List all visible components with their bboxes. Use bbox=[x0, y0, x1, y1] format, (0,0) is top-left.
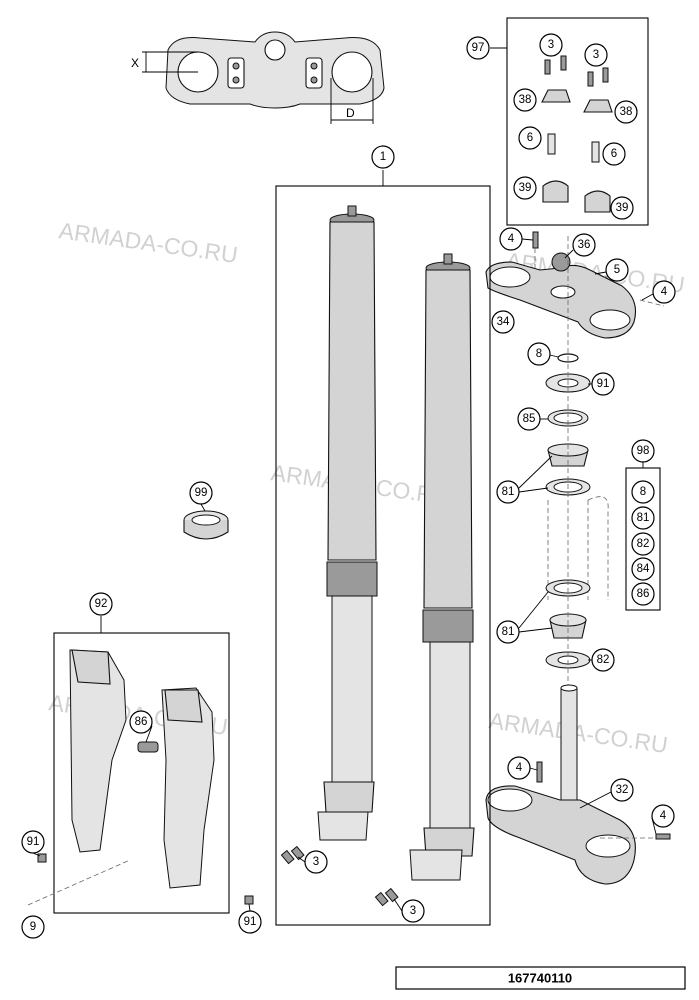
callout-38: 38 bbox=[513, 88, 537, 112]
kit-98-item-8: 8 bbox=[631, 480, 655, 504]
callout-3: 3 bbox=[539, 33, 563, 57]
svg-text:39: 39 bbox=[616, 202, 629, 214]
svg-text:38: 38 bbox=[620, 106, 633, 118]
svg-text:5: 5 bbox=[614, 264, 620, 276]
svg-text:97: 97 bbox=[472, 42, 485, 54]
callout-99: 99 bbox=[189, 481, 213, 505]
bearing-kit-box bbox=[625, 462, 661, 611]
callout-6: 6 bbox=[602, 142, 626, 166]
callout-84: 85 bbox=[517, 407, 541, 431]
svg-text:4: 4 bbox=[661, 286, 668, 298]
callout-39: 39 bbox=[610, 196, 634, 220]
callout-98: 98 bbox=[631, 439, 655, 463]
svg-text:91: 91 bbox=[244, 916, 257, 928]
callout-3: 3 bbox=[584, 43, 608, 67]
svg-text:81: 81 bbox=[502, 486, 515, 498]
svg-text:3: 3 bbox=[548, 39, 554, 51]
svg-text:32: 32 bbox=[616, 784, 629, 796]
svg-text:91: 91 bbox=[27, 836, 40, 848]
callout-81: 81 bbox=[496, 480, 520, 504]
callout-1: 1 bbox=[371, 145, 395, 169]
svg-text:36: 36 bbox=[578, 239, 591, 251]
svg-text:85: 85 bbox=[523, 413, 536, 425]
svg-text:91: 91 bbox=[597, 378, 610, 390]
callout-4: 4 bbox=[651, 804, 675, 828]
handlebar-clamp-kit-box bbox=[490, 17, 649, 226]
fork-legs-assembly bbox=[275, 170, 491, 926]
watermark-text: ARMADA-CO.RU bbox=[487, 707, 669, 758]
svg-text:38: 38 bbox=[519, 94, 532, 106]
svg-text:4: 4 bbox=[508, 233, 515, 245]
kit-98-item-86: 86 bbox=[631, 582, 655, 606]
lower-triple-clamp-with-steering-stem bbox=[485, 684, 671, 885]
callout-34: 34 bbox=[491, 310, 515, 334]
svg-text:8: 8 bbox=[536, 348, 542, 360]
steering-bearing-parts bbox=[545, 236, 609, 690]
callout-32: 32 bbox=[610, 778, 634, 802]
callout-97: 97 bbox=[466, 36, 490, 60]
document-number: 167740110 bbox=[508, 971, 572, 986]
callout-92: 92 bbox=[89, 592, 113, 616]
svg-text:81: 81 bbox=[637, 512, 650, 524]
callout-6: 6 bbox=[518, 126, 542, 150]
watermark-text: ARMADA-CO.RU bbox=[57, 217, 239, 268]
svg-text:98: 98 bbox=[637, 445, 650, 457]
svg-text:92: 92 bbox=[95, 598, 108, 610]
triple-clamp-dimension-drawing: X D bbox=[131, 31, 385, 124]
svg-text:81: 81 bbox=[502, 626, 515, 638]
callout-9: 9 bbox=[21, 915, 45, 939]
document-number-box: 167740110 bbox=[395, 966, 686, 990]
svg-text:82: 82 bbox=[597, 654, 610, 666]
callout-82: 82 bbox=[591, 648, 615, 672]
leader-lines bbox=[32, 238, 657, 912]
callout-4: 4 bbox=[507, 756, 531, 780]
svg-text:82: 82 bbox=[637, 538, 650, 550]
callout-group: 97 3 3 38 38 6 6 39 39 1 4 36 5 4 34 8 9… bbox=[21, 33, 676, 939]
dimension-label-x: X bbox=[131, 56, 139, 70]
svg-text:8: 8 bbox=[640, 486, 646, 498]
callout-91: 91 bbox=[21, 830, 45, 854]
svg-text:6: 6 bbox=[527, 132, 533, 144]
svg-text:84: 84 bbox=[637, 563, 650, 575]
svg-text:3: 3 bbox=[313, 856, 319, 868]
callout-36: 36 bbox=[572, 233, 596, 257]
callout-4: 4 bbox=[652, 280, 676, 304]
svg-text:1: 1 bbox=[380, 151, 386, 163]
callout-4: 4 bbox=[499, 227, 523, 251]
svg-text:34: 34 bbox=[497, 316, 510, 328]
fork-ring-part bbox=[183, 510, 229, 540]
svg-text:3: 3 bbox=[593, 49, 599, 61]
svg-text:4: 4 bbox=[660, 810, 667, 822]
svg-text:39: 39 bbox=[519, 182, 532, 194]
callout-39: 39 bbox=[513, 176, 537, 200]
callout-86: 91 bbox=[591, 372, 615, 396]
callout-91: 91 bbox=[238, 910, 262, 934]
svg-text:99: 99 bbox=[195, 487, 208, 499]
fork-protector-kit-box bbox=[27, 616, 254, 914]
upper-triple-clamp bbox=[485, 231, 665, 339]
svg-text:6: 6 bbox=[611, 148, 617, 160]
callout-81: 81 bbox=[496, 620, 520, 644]
callout-3: 3 bbox=[304, 850, 328, 874]
svg-text:9: 9 bbox=[30, 921, 36, 933]
svg-text:4: 4 bbox=[516, 762, 523, 774]
svg-text:3: 3 bbox=[410, 905, 416, 917]
callout-38: 38 bbox=[614, 100, 638, 124]
svg-text:86: 86 bbox=[637, 588, 650, 600]
svg-text:86: 86 bbox=[135, 716, 148, 728]
kit-98-item-81: 81 bbox=[631, 506, 655, 530]
kit-98-item-82: 82 bbox=[631, 532, 655, 556]
callout-85: 86 bbox=[129, 710, 153, 734]
kit-98-item-84: 84 bbox=[631, 557, 655, 581]
callout-3: 3 bbox=[401, 899, 425, 923]
callout-5: 5 bbox=[605, 258, 629, 282]
dimension-label-d: D bbox=[346, 106, 355, 120]
callout-8: 8 bbox=[527, 342, 551, 366]
